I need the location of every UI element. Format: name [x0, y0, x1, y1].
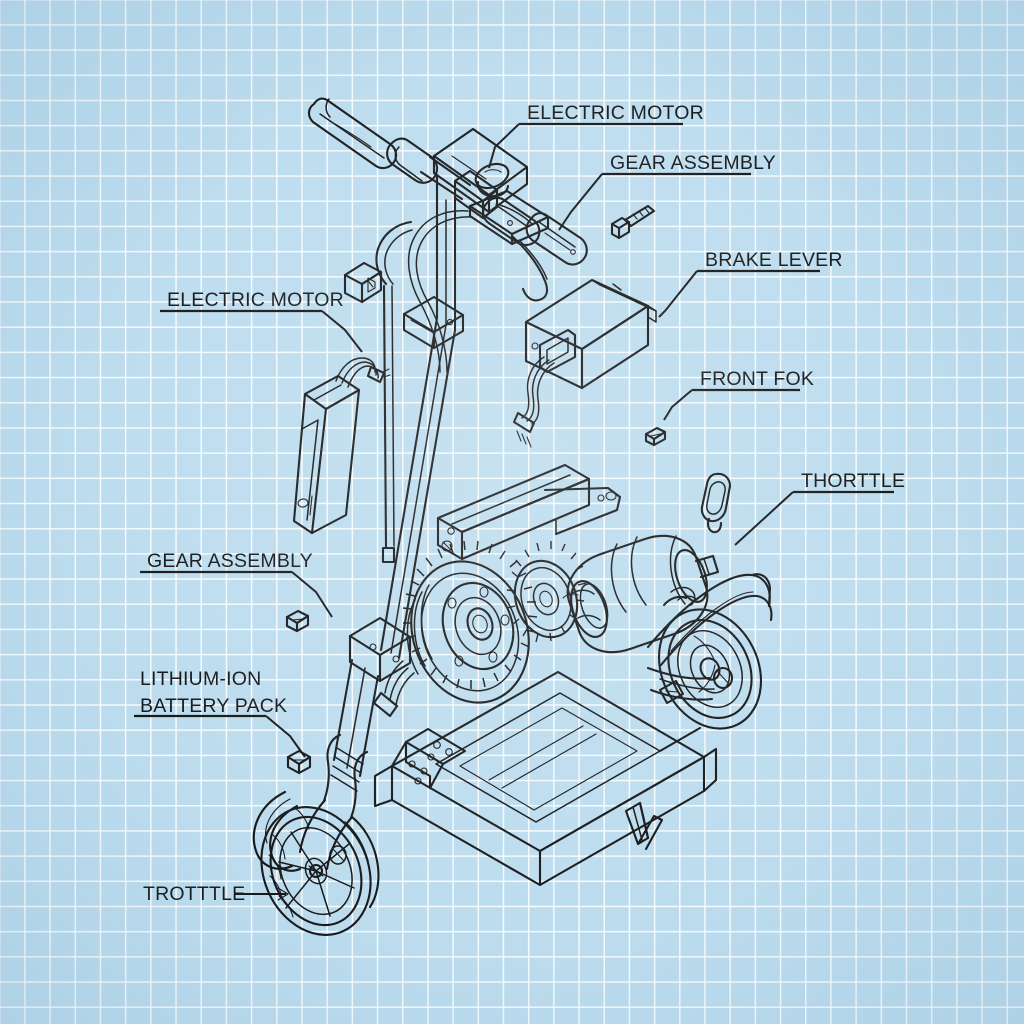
- small-cube-part-c: [285, 609, 310, 633]
- pinion-gear: [506, 541, 587, 643]
- fastener-bolt: [610, 204, 656, 240]
- front-wheel: [260, 806, 372, 936]
- deck-rail-bracket: [436, 463, 622, 561]
- display-console: [432, 127, 529, 214]
- callout-leaders: [134, 122, 894, 901]
- callout-label-throttle-bottom: TROTTTLE: [143, 883, 246, 905]
- controller-harness: [512, 356, 555, 448]
- callout-label-throttle-right: THORTTLE: [801, 470, 906, 492]
- small-cube-part-b: [644, 426, 667, 447]
- fork-bellows: [322, 733, 369, 820]
- steering-stem: [322, 173, 465, 820]
- callout-label-battery-pack: LITHIUM-ION BATTERY PACK: [140, 668, 288, 717]
- deck: [373, 670, 718, 887]
- folding-hinge: [348, 616, 412, 683]
- small-cube-part-d: [286, 749, 312, 775]
- front-fender: [252, 790, 302, 872]
- lithium-ion-battery-pack: [292, 357, 391, 535]
- stem-clamp: [402, 295, 465, 350]
- brake-lever-part: [468, 189, 550, 302]
- rear-wheel: [646, 608, 763, 730]
- callout-label-brake-lever: BRAKE LEVER: [705, 249, 843, 271]
- handlebar-assembly: [307, 97, 588, 564]
- callout-label-electric-motor-top: ELECTRIC MOTOR: [527, 102, 704, 124]
- electric-motor-cylinder: [562, 534, 720, 654]
- throttle-clip: [700, 472, 732, 534]
- controller-box: [512, 278, 657, 448]
- callout-label-electric-motor-left: ELECTRIC MOTOR: [167, 289, 344, 311]
- callout-label-gear-assembly-left: GEAR ASSEMBLY: [147, 550, 313, 572]
- callout-label-gear-assembly-top: GEAR ASSEMBLY: [610, 152, 776, 174]
- kickstand: [624, 801, 664, 851]
- small-cube-part-a: [343, 261, 383, 304]
- callout-label-front-fork: FRONT FOK: [700, 368, 815, 390]
- battery-harness: [335, 357, 391, 388]
- left-grip: [307, 97, 398, 170]
